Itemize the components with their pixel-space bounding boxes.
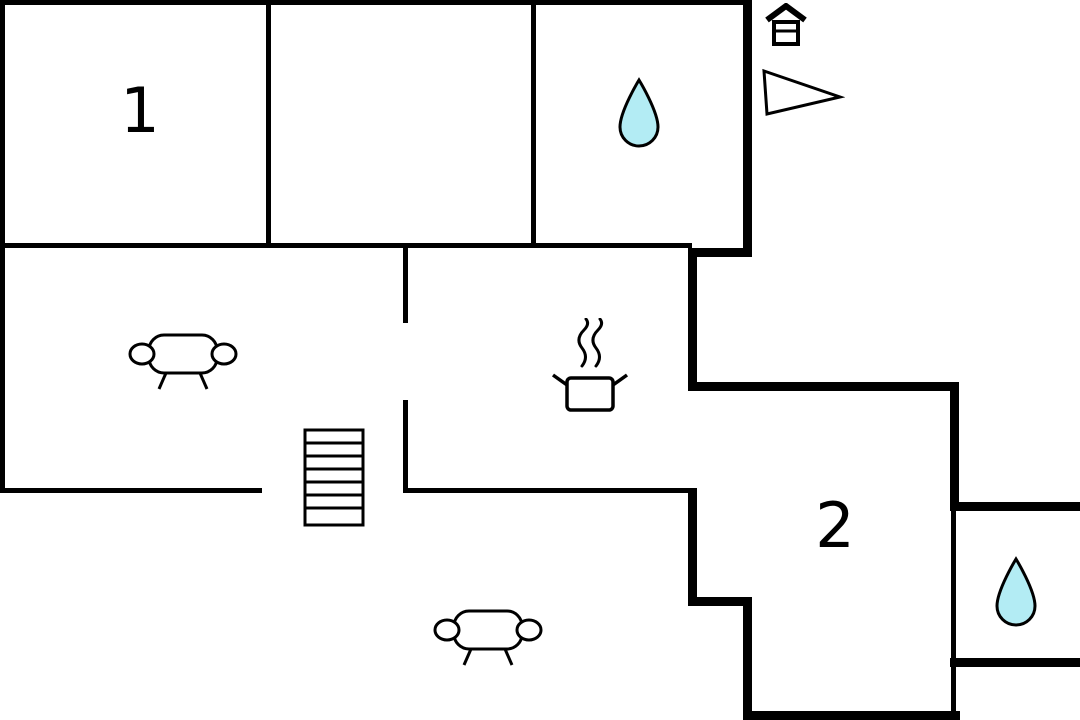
water-drop-icon: [994, 556, 1038, 630]
wall-top: [0, 0, 752, 5]
wall-room2-right-upper: [950, 382, 959, 511]
wall-room1-right: [266, 0, 271, 248]
water-drop-icon: [617, 77, 661, 151]
wall-ensuite-top: [950, 502, 1080, 511]
water-drop-shape: [995, 556, 1037, 627]
wall-kitchen-left-upper: [403, 243, 408, 323]
wall-room2-top: [688, 382, 959, 391]
stairs-icon: [303, 428, 365, 527]
wall-exterior-right-upper: [743, 0, 752, 257]
water-drop-shape: [618, 77, 660, 148]
room1-label: 1: [120, 74, 160, 147]
wall-kitchen-bottom: [403, 488, 693, 493]
wall-ensuite-bottom: [950, 658, 1080, 667]
wall-living-bottom-left: [0, 488, 262, 493]
wall-exterior-step-top: [688, 248, 752, 257]
wall-exterior-right-lower: [743, 597, 752, 720]
wall-room2-left-lower: [688, 488, 697, 606]
wall-bathroom-left: [531, 0, 536, 248]
sofa-icon: [128, 322, 238, 392]
room2-label: 2: [815, 489, 855, 562]
wall-upper-horizontal: [0, 243, 692, 248]
wall-room2-bottom: [743, 711, 960, 720]
stove-pot-icon: [550, 318, 630, 416]
door-swing-icon: [761, 66, 845, 118]
house-icon: [764, 3, 808, 49]
wall-exterior-mid-vertical: [688, 248, 697, 391]
wall-exterior-step-bottom: [688, 597, 752, 606]
sofa-icon: [433, 598, 543, 668]
wall-kitchen-left-lower: [403, 400, 408, 493]
wall-ensuite-left: [951, 511, 956, 720]
